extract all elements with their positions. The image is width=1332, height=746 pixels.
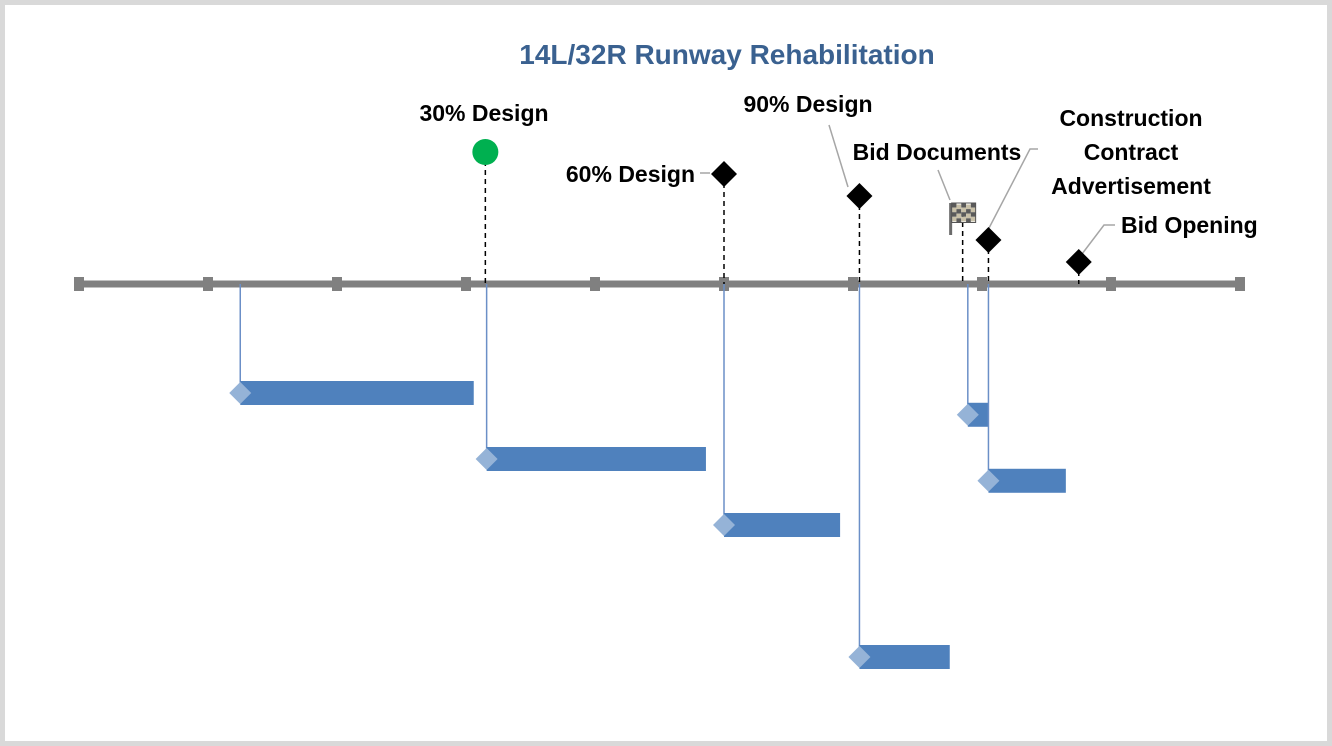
flag-cell xyxy=(970,207,976,213)
task-start-marker-3 xyxy=(848,646,871,668)
task-start-marker-0 xyxy=(229,382,252,404)
milestone-label-line: Advertisement xyxy=(1051,173,1211,199)
axis-tick-7 xyxy=(977,277,987,291)
flag-cell xyxy=(966,218,971,223)
chart-title: 14L/32R Runway Rehabilitation xyxy=(519,39,934,70)
task-bar-5 xyxy=(988,468,1066,493)
milestone-leader-5 xyxy=(1081,224,1115,255)
flag-cell xyxy=(961,207,967,213)
checkered-flag-icon xyxy=(951,202,977,223)
axis-tick-9 xyxy=(1235,277,1245,291)
axis-tick-6 xyxy=(848,277,858,291)
axis-tick-1 xyxy=(203,277,213,291)
flag-cell xyxy=(951,203,957,208)
task-start-marker-5 xyxy=(977,469,1000,492)
axis-tick-2 xyxy=(332,277,342,291)
milestone-label-5: Bid Opening xyxy=(1121,212,1258,238)
flag-cell xyxy=(951,216,957,222)
milestone-0: 30% Design xyxy=(419,100,549,284)
flag-cell xyxy=(956,213,962,219)
axis-tick-4 xyxy=(590,277,600,291)
task-bars xyxy=(229,284,1066,669)
flag-cell xyxy=(970,216,976,222)
milestone-diamond-marker-4 xyxy=(975,227,1002,253)
flag-outline xyxy=(951,202,977,223)
milestone-5: Bid Opening xyxy=(1065,212,1258,284)
milestone-1: 60% Design xyxy=(566,161,737,284)
milestone-leader-4 xyxy=(987,148,1038,231)
task-bar-1 xyxy=(486,447,706,471)
flag-cell xyxy=(970,203,976,208)
flag-cell xyxy=(966,204,971,210)
flag-cell xyxy=(956,209,962,214)
milestone-label-line: Contract xyxy=(1084,139,1179,165)
milestone-label-line: Bid Documents xyxy=(853,139,1022,165)
flag-cell xyxy=(956,204,962,210)
flag-cell xyxy=(961,212,967,217)
flag-cell xyxy=(951,212,957,217)
milestone-label-line: 60% Design xyxy=(566,161,695,187)
milestone-label-line: 30% Design xyxy=(419,100,548,126)
milestone-circle-marker-0 xyxy=(472,139,499,165)
task-start-marker-4 xyxy=(956,403,979,426)
milestone-leader-2 xyxy=(828,124,849,188)
axis-tick-8 xyxy=(1106,277,1116,291)
axis-tick-0 xyxy=(74,277,84,291)
task-bar-0 xyxy=(240,381,474,405)
flag-cell xyxy=(956,218,962,223)
axis-tick-3 xyxy=(461,277,471,291)
milestone-label-line: Bid Opening xyxy=(1121,212,1258,238)
milestone-label-line: Construction xyxy=(1059,105,1202,131)
milestone-label-1: 60% Design xyxy=(566,161,695,187)
milestone-leader-3 xyxy=(937,169,951,201)
flag-cell xyxy=(961,203,967,208)
task-start-marker-2 xyxy=(713,514,735,536)
flag-cell xyxy=(970,212,976,217)
milestone-2: 90% Design xyxy=(743,91,873,284)
flag-cell xyxy=(966,213,971,219)
timeline-axis xyxy=(74,277,1245,291)
flag-cell xyxy=(961,216,967,222)
flag-cell xyxy=(951,207,957,213)
milestone-label-3: Bid Documents xyxy=(853,139,1022,165)
milestone-diamond-marker-1 xyxy=(711,161,737,187)
milestone-label-line: 90% Design xyxy=(743,91,872,117)
milestone-diamond-marker-5 xyxy=(1065,249,1092,275)
milestone-label-2: 90% Design xyxy=(743,91,872,117)
task-bar-2 xyxy=(724,513,841,537)
flag-cell xyxy=(966,209,971,214)
task-start-marker-1 xyxy=(475,448,498,470)
milestone-3: Bid Documents xyxy=(853,139,1022,284)
task-bar-3 xyxy=(859,645,950,669)
milestone-diamond-marker-2 xyxy=(846,183,873,209)
milestone-label-0: 30% Design xyxy=(419,100,548,126)
